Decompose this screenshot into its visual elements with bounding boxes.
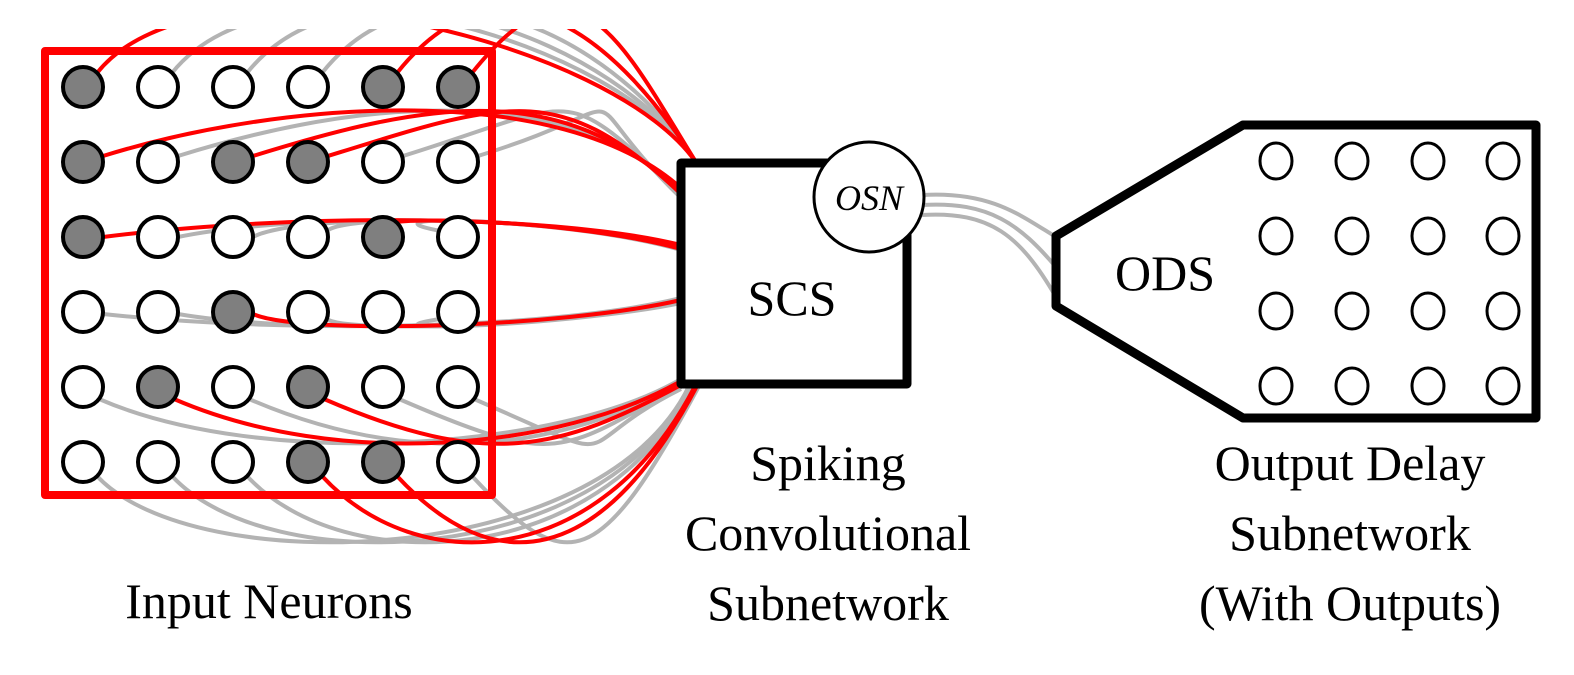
receptive-field-border (41, 47, 496, 499)
ods-caption-line-1: Output Delay (1215, 435, 1486, 491)
active-connection (470, 29, 701, 169)
output-neuron (1410, 141, 1446, 181)
scs-box: SCS (676, 158, 912, 389)
active-connection (395, 385, 699, 545)
input-neuron-inactive (61, 365, 105, 409)
input-neuron-active (61, 65, 105, 109)
output-neuron (1258, 291, 1294, 331)
scs-caption-line-1: Spiking (750, 435, 906, 491)
output-neuron (1485, 366, 1521, 406)
input-neuron-inactive (61, 440, 105, 484)
input-neuron-active (361, 440, 405, 484)
osn-ods-connection (921, 192, 1058, 239)
input-neuron-inactive (361, 140, 405, 184)
output-neuron (1334, 216, 1370, 256)
active-connection (173, 379, 682, 446)
input-neuron-inactive (211, 215, 255, 259)
input-neuron-inactive (436, 290, 480, 334)
input-neuron-active (286, 365, 330, 409)
input-neurons-caption: Input Neurons (125, 573, 412, 629)
output-neuron (1258, 216, 1294, 256)
input-neuron-grid (61, 65, 480, 484)
input-neuron-active (286, 140, 330, 184)
osn-to-ods-connections (921, 192, 1058, 299)
ods-caption: Output Delay Subnetwork (With Outputs) (1199, 435, 1501, 631)
active-connection (102, 108, 683, 190)
input-neuron-inactive (136, 290, 180, 334)
input-neuron-inactive (436, 140, 480, 184)
input-neuron-inactive (136, 140, 180, 184)
active-connection (395, 29, 701, 169)
input-neuron-inactive (211, 365, 255, 409)
input-neuron-inactive (211, 65, 255, 109)
inactive-connection (320, 29, 701, 169)
input-neuron-inactive (436, 365, 480, 409)
inactive-connection (473, 387, 682, 447)
output-neuron (1334, 291, 1370, 331)
output-neuron (1410, 216, 1446, 256)
input-neuron-inactive (361, 290, 405, 334)
input-neuron-inactive (361, 365, 405, 409)
inactive-connection (470, 385, 701, 545)
ods-box: ODS (1051, 120, 1541, 423)
inactive-connection (95, 385, 691, 545)
output-neuron (1410, 366, 1446, 406)
input-neuron-inactive (286, 215, 330, 259)
output-neuron (1334, 141, 1370, 181)
input-neuron-active (211, 290, 255, 334)
ods-caption-line-2: Subnetwork (1229, 505, 1471, 561)
output-neuron (1485, 141, 1521, 181)
input-neuron-inactive (136, 215, 180, 259)
osn-ods-connection (921, 212, 1058, 299)
output-neuron (1485, 291, 1521, 331)
inactive-connection (477, 109, 683, 200)
osn-node: OSN (812, 140, 926, 254)
ods-caption-line-3: (With Outputs) (1199, 575, 1501, 631)
inactive-connection (170, 29, 701, 169)
scs-caption-line-2: Convolutional (685, 505, 971, 561)
output-neuron (1258, 141, 1294, 181)
output-neuron (1334, 366, 1370, 406)
inactive-connection (245, 385, 695, 545)
input-neuron-active (286, 440, 330, 484)
input-neuron-active (211, 140, 255, 184)
input-neuron-inactive (286, 65, 330, 109)
scs-caption: Spiking Convolutional Subnetwork (685, 435, 971, 631)
input-neuron-inactive (286, 290, 330, 334)
input-neuron-inactive (136, 440, 180, 484)
output-neuron (1258, 366, 1294, 406)
active-connection (323, 383, 682, 446)
input-neuron-inactive (61, 290, 105, 334)
input-neuron-active (136, 365, 180, 409)
active-connection (95, 29, 701, 169)
input-neuron-active (361, 65, 405, 109)
inactive-connection (245, 29, 701, 169)
input-neuron-inactive (436, 215, 480, 259)
input-neuron-active (61, 215, 105, 259)
osn-ods-connection (921, 202, 1058, 269)
osn-node-label: OSN (835, 178, 905, 218)
active-connection (320, 385, 697, 545)
output-neuron (1410, 291, 1446, 331)
inactive-connection (398, 385, 682, 446)
active-connection (327, 109, 683, 196)
input-neuron-active (436, 65, 480, 109)
output-neuron (1485, 216, 1521, 256)
input-neuron-inactive (136, 65, 180, 109)
output-neuron-grid (1258, 141, 1521, 406)
scs-box-label: SCS (748, 270, 837, 326)
input-neuron-active (61, 140, 105, 184)
ods-box-label: ODS (1115, 245, 1215, 301)
input-neuron-active (361, 215, 405, 259)
scs-caption-line-3: Subnetwork (707, 575, 949, 631)
input-neuron-inactive (211, 440, 255, 484)
input-neuron-inactive (436, 440, 480, 484)
active-connection (252, 298, 682, 329)
